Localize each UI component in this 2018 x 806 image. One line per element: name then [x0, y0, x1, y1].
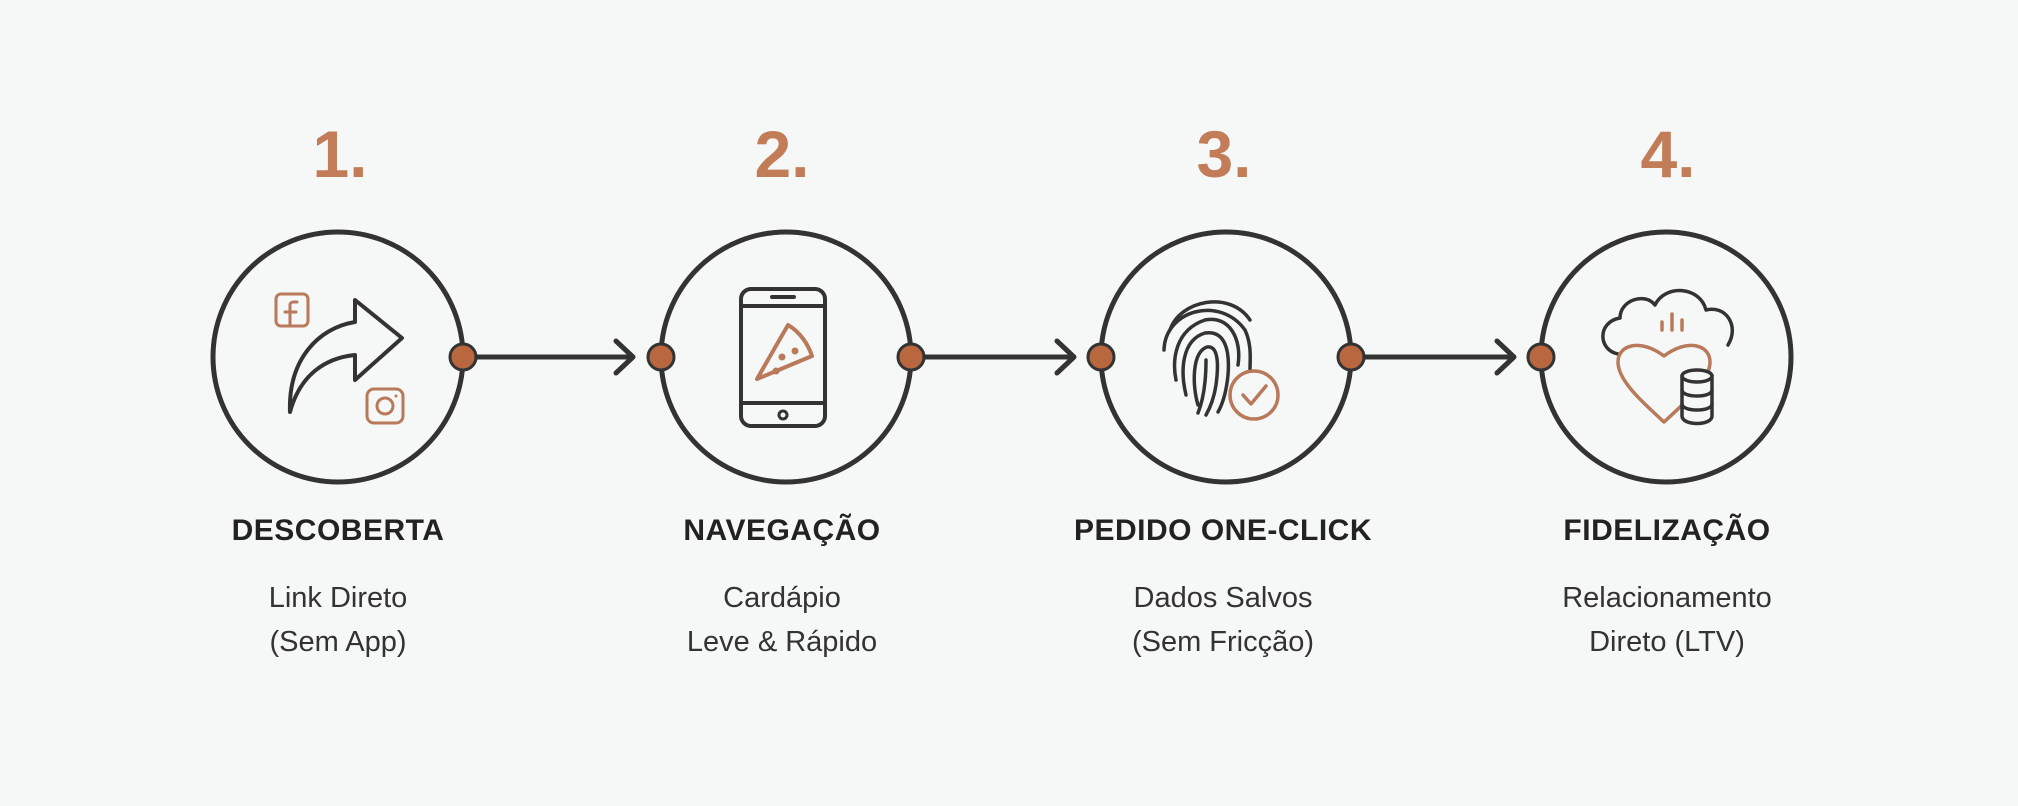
step-4-circle — [1538, 229, 1794, 485]
database-icon — [1680, 368, 1714, 426]
connector-arrows — [467, 338, 1517, 376]
connector-dots — [448, 342, 1556, 372]
step-number: 4. — [1640, 117, 1696, 191]
instagram-icon — [365, 387, 405, 425]
step-description: Link Direto(Sem App) — [268, 582, 408, 658]
step-title: DESCOBERTA — [231, 514, 445, 547]
step-title: PEDIDO ONE-CLICK — [1073, 514, 1372, 547]
facebook-icon — [274, 292, 310, 328]
step-number: 2. — [754, 117, 810, 191]
step-2-circle — [658, 229, 914, 485]
step-number: 1. — [312, 117, 368, 191]
cloud-heart-database-icon — [1601, 288, 1734, 426]
step-3-circle — [1098, 229, 1354, 485]
arrow-2-3 — [915, 338, 1077, 376]
fingerprint-check-icon — [1162, 300, 1280, 421]
step-description: Dados Salvos(Sem Fricção) — [1131, 582, 1315, 658]
step-title: NAVEGAÇÃO — [683, 514, 881, 547]
step-number: 3. — [1196, 117, 1252, 191]
step-title: FIDELIZAÇÃO — [1563, 514, 1771, 547]
phone-pizza-icon — [739, 287, 827, 428]
share-arrow-icon — [274, 292, 405, 425]
arrow-1-2 — [467, 338, 636, 376]
arrow-3-4 — [1355, 338, 1517, 376]
